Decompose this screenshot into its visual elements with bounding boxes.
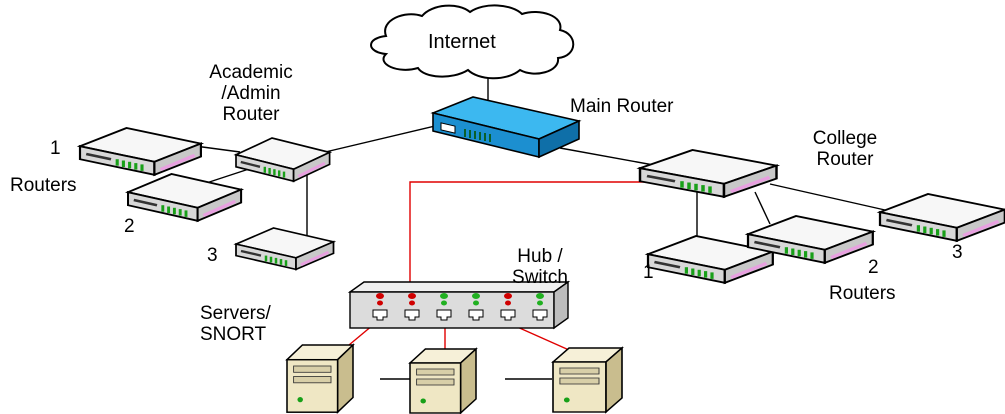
internet-label: Internet [428,31,496,53]
academic-router-label: Academic /Admin Router [209,62,293,125]
college-router-label: College Router [812,128,878,170]
server-1 [286,344,354,413]
right-router-number-2: 2 [868,257,879,278]
academic-router [234,136,332,183]
left-routers-label: Routers [10,175,77,196]
hub-port-3 [436,293,452,321]
network-links [164,72,886,380]
hub-port-2 [404,293,420,321]
left-router-2 [126,172,243,223]
left-router-number-1: 1 [50,138,61,159]
link-college-hub [409,181,675,290]
hub-switch [347,280,571,330]
left-router-number-3: 3 [207,245,218,266]
left-router-3 [234,226,336,271]
hub-port-1 [372,293,388,321]
hub-port-4 [468,293,484,321]
college-router [640,150,777,197]
internet-cloud [370,4,575,80]
server-2 [409,348,477,414]
right-router-3 [880,194,1005,241]
main-router-label: Main Router [570,96,674,117]
right-router-number-1: 1 [643,262,654,283]
link-college-r3 [769,183,886,211]
hub-switch-label: Hub / Switch [512,246,568,288]
main-router [430,96,582,159]
left-router-1 [78,126,203,177]
hub-port-5 [500,293,516,321]
link-college-r2 [754,191,771,225]
right-routers-label: Routers [829,283,896,304]
right-router-number-3: 3 [952,242,963,263]
server-3 [552,347,623,413]
servers-snort-label: Servers/ SNORT [200,303,271,345]
left-router-number-2: 2 [124,216,135,237]
hub-port-6 [532,293,548,321]
